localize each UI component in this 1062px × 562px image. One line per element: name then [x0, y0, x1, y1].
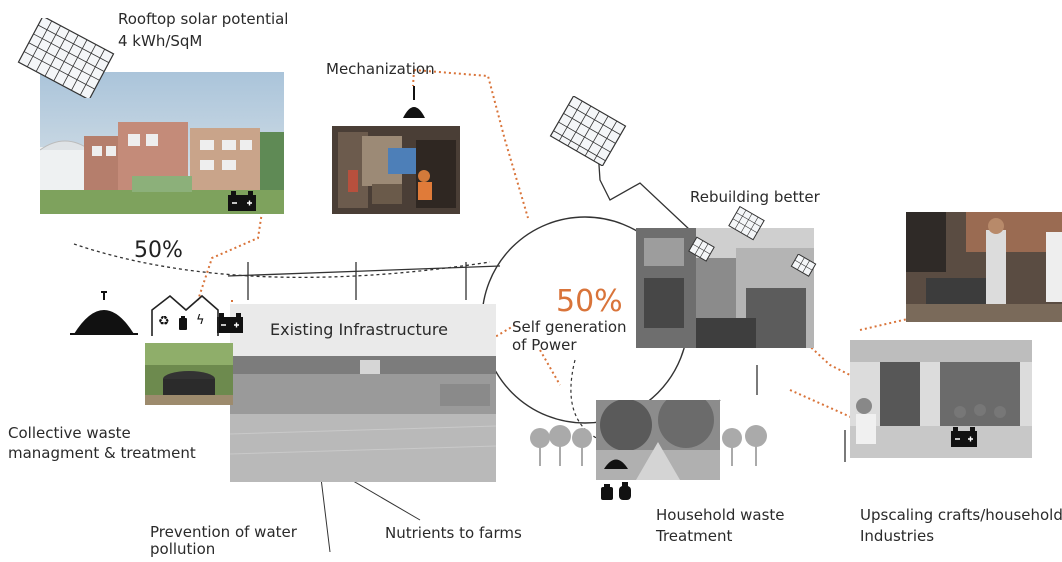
collective-waste-line2: managment & treatment [8, 444, 196, 462]
crafts-workshop-photo [906, 212, 1062, 322]
self-generation-line1: Self generation [512, 318, 627, 336]
crafts-household-photo [850, 340, 1032, 458]
power-arc-left [73, 243, 491, 278]
connector-solar-center [597, 149, 691, 231]
nutrients-label: Nutrients to farms [385, 524, 522, 542]
collective-waste-line1: Collective waste [8, 424, 131, 442]
battery-icon [228, 191, 256, 211]
battery-icon [217, 313, 243, 333]
tree-icon [530, 425, 592, 466]
connector-center-household [539, 349, 561, 386]
lamp-icon [403, 86, 425, 118]
existing-infrastructure-photo [230, 304, 496, 482]
bolt-icon: ϟ [196, 313, 205, 328]
existing-infrastructure-label: Existing Infrastructure [270, 320, 448, 339]
connector-rooftop-infra [197, 211, 263, 301]
recycle-icon: ♻ [158, 314, 170, 329]
rebuilding-photo [636, 228, 814, 348]
rebuilding-label: Rebuilding better [690, 188, 820, 206]
percent-left-label: 50% [134, 238, 183, 263]
percent-center-label: 50% [556, 284, 623, 319]
biogas-dome-icon [604, 459, 628, 469]
solar-panel-icon [688, 236, 715, 262]
solar-panel-icon [17, 18, 115, 98]
mechanization-label: Mechanization [326, 60, 435, 78]
tick-marks-right [756, 365, 846, 462]
household-waste-line2: Treatment [656, 527, 733, 545]
connector-upscaling-top [859, 317, 913, 331]
rooftop-value-label: 4 kWh/SqM [118, 32, 203, 50]
prevention-line2: pollution [150, 540, 216, 558]
household-waste-photo [596, 400, 720, 480]
self-generation-line2: of Power [512, 336, 577, 354]
biogas-tank-photo [145, 343, 233, 405]
household-waste-line1: Household waste [656, 506, 785, 524]
battery-icon [951, 427, 977, 447]
upscaling-line2: Industries [860, 527, 935, 545]
gas-cylinder-icon [619, 482, 631, 500]
connector-bottom-right [789, 389, 881, 431]
biogas-dome-icon [70, 291, 138, 335]
gas-cylinder-icon [601, 484, 613, 500]
tree-icon [722, 425, 767, 466]
house-icon [151, 294, 219, 336]
upscaling-line1: Upscaling crafts/household [860, 506, 1062, 524]
prevention-line1: Prevention of water [150, 523, 297, 541]
connector-mechanization [413, 69, 529, 219]
solar-panel-icon [790, 254, 817, 277]
solar-panel-icon [728, 206, 765, 241]
gas-cylinder-icon [179, 316, 187, 330]
mechanization-photo [332, 126, 460, 214]
solar-panel-icon [549, 96, 627, 166]
power-line [227, 262, 501, 300]
rooftop-title-label: Rooftop solar potential [118, 10, 289, 28]
